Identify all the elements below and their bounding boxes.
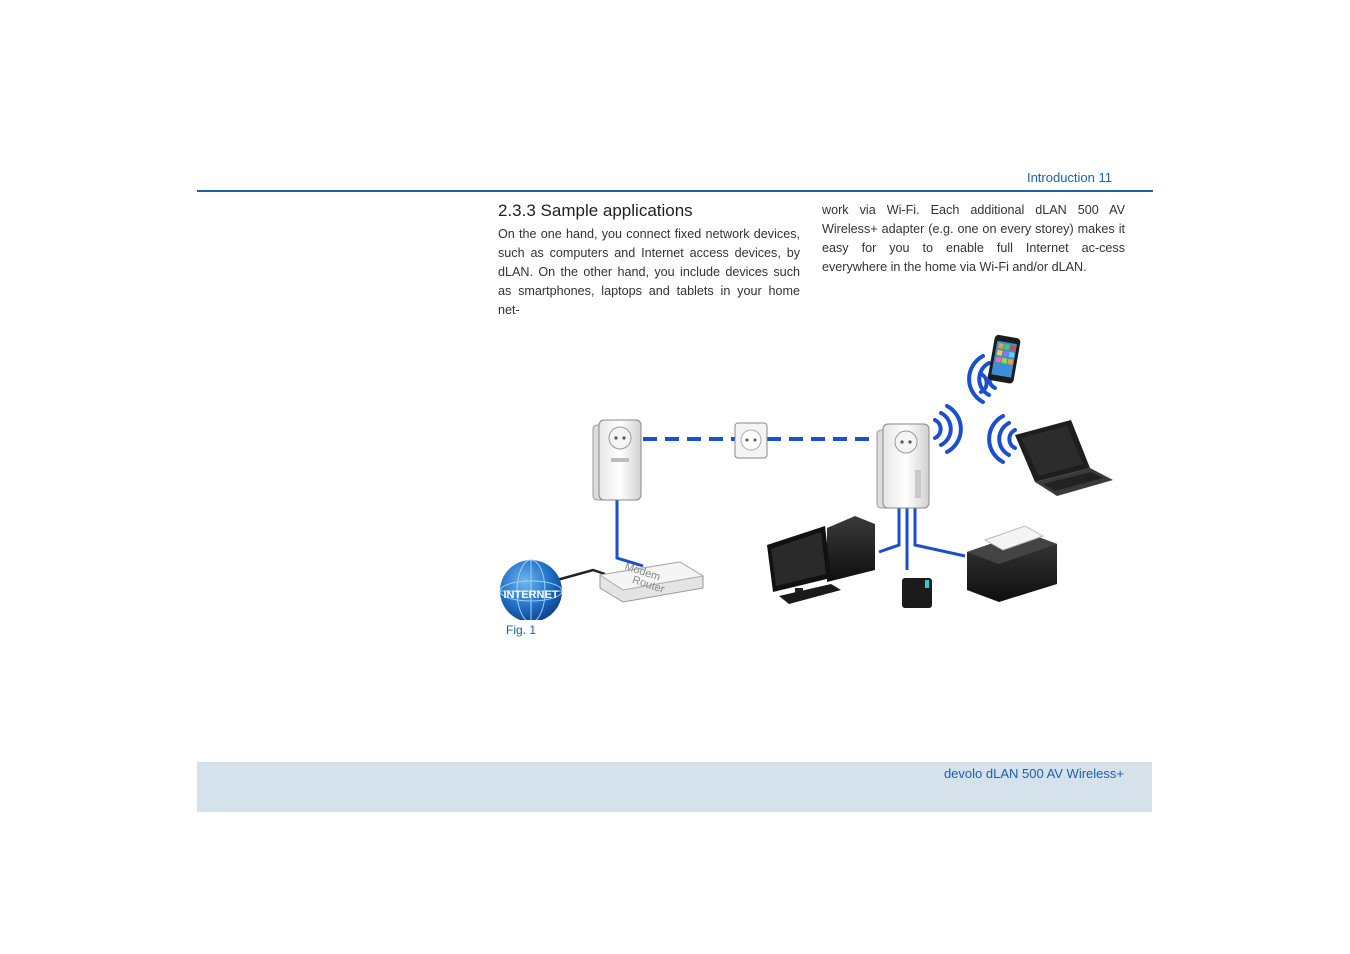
smartphone-icon — [987, 334, 1021, 384]
powerline-wireless-adapter-icon — [876, 423, 930, 509]
modem-router-icon: Modem Router — [598, 561, 705, 603]
body-paragraph-left: On the one hand, you connect fixed netwo… — [498, 227, 800, 317]
footer-band: devolo dLAN 500 AV Wireless+ — [197, 762, 1152, 812]
printer-icon — [967, 525, 1057, 602]
internet-cable — [556, 568, 606, 582]
ethernet-cables — [615, 500, 966, 570]
laptop-icon — [1015, 420, 1113, 496]
section-title: 2.3.3 Sample applications — [498, 201, 693, 220]
internet-globe-icon: INTERNET — [499, 559, 563, 620]
figure-caption: Fig. 1 — [506, 623, 537, 637]
network-diagram: Modem Router INTERNET — [499, 334, 1113, 620]
footer-product-name: devolo dLAN 500 AV Wireless+ — [943, 766, 1124, 781]
body-paragraph-right: work via Wi-Fi. Each additional dLAN 500… — [822, 203, 1125, 274]
wall-socket-icon — [734, 422, 768, 459]
chapter-header: Introduction 11 — [1026, 170, 1112, 185]
powerline-adapter-left-icon — [592, 419, 642, 501]
storage-device-icon — [902, 578, 932, 608]
desktop-computer-icon — [767, 516, 875, 604]
header-rule — [197, 190, 1153, 192]
internet-label: INTERNET — [504, 589, 559, 601]
